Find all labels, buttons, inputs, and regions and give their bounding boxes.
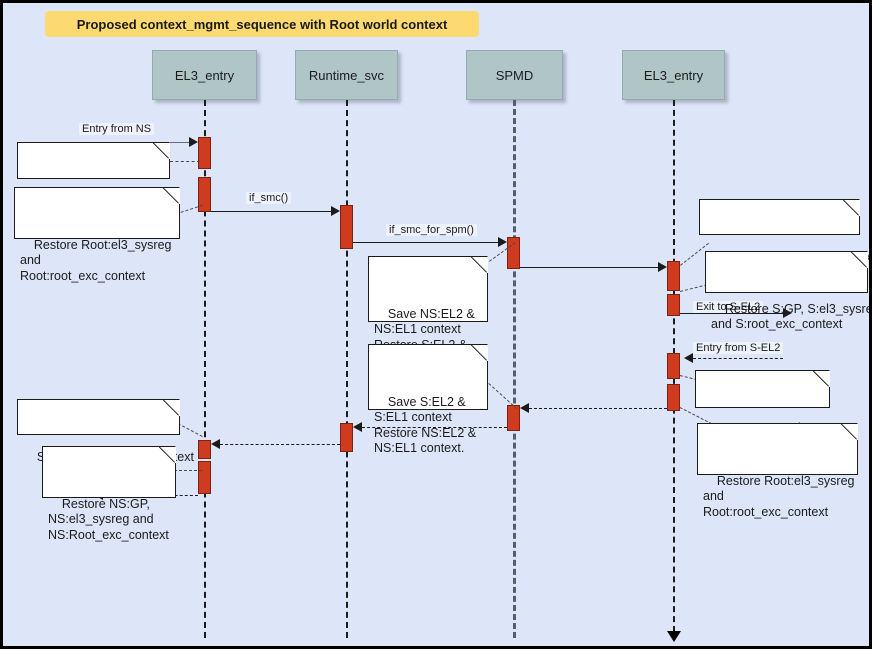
activation-bar [667,353,680,379]
note-fold-edge-icon [163,399,180,416]
lifeline-label: SPMD [495,67,534,83]
message-line-if-smc [211,211,331,212]
message-label-entry-from-ns: Entry from NS [79,123,155,135]
activation-bar [507,405,520,431]
message-label-exit-to-s-el2: Exit to S-EL2 [693,301,764,313]
lifeline-el3-entry-left [204,100,206,638]
message-arrowhead-icon [658,262,667,272]
note-text: Save S:EL2 & S:EL1 context Restore NS:EL… [374,394,477,456]
note-fold-edge-icon [159,446,176,463]
activation-bar [340,423,353,452]
message-arrowhead-icon [353,422,362,432]
lifeline-label: EL3_entry [174,67,235,83]
note-leader [174,470,202,471]
note-save-s-el2-restore-ns-el2: Save S:EL2 & S:EL1 context Restore NS:EL… [368,344,488,455]
message-arrowhead-icon [684,353,693,363]
note-text: Restore NS:GP, NS:el3_sysreg and NS:Root… [48,496,169,542]
message-line-spmd-to-runtime-svc-return [362,427,507,428]
activation-bar [340,205,353,249]
note-save-s-gp-s-root-exc-context: Save S:GP and S:root_exc_context [695,370,830,450]
lifeline-head-el3-entry-right[interactable]: EL3_entry [622,50,725,100]
message-arrowhead-icon [783,308,792,318]
note-fold-edge-icon [851,251,868,268]
note-text: Restore Root:el3_sysreg and Root:root_ex… [703,473,855,519]
note-text: Restore S:GP, S:el3_sysreg and S:root_ex… [711,301,872,332]
lifeline-head-runtime-svc[interactable]: Runtime_svc [295,50,398,100]
note-save-root-exc-context-right: Save Root:root_exc_context [699,199,869,264]
message-arrowhead-icon [520,403,529,413]
activation-bar [198,461,211,494]
note-fold-edge-icon [153,142,170,159]
note-leader [177,423,203,438]
message-arrowhead-icon [498,237,507,247]
lifeline-spmd [513,100,516,638]
note-restore-s-gp-s-el3-sysreg: Restore S:GP, S:el3_sysreg and S:root_ex… [705,251,869,331]
lifeline-label: Runtime_svc [308,67,385,83]
note-restore-root-el3-sysreg: Restore Root:el3_sysreg and Root:root_ex… [14,187,180,283]
message-label-if-smc: if_smc() [246,192,292,204]
activation-bar [667,384,680,411]
note-fold-edge-icon [471,256,488,273]
lifeline-head-spmd[interactable]: SPMD [466,50,563,100]
lifeline-runtime-svc [346,100,348,638]
message-line-exit-to-s-el2 [680,313,783,314]
note-save-ns-el2-restore-s-el2: Save NS:EL2 & NS:EL1 context Restore S:E… [368,256,488,367]
activation-bar [198,137,211,169]
note-restore-ns-gp-ns-el3-sysreg: Restore NS:GP, NS:el3_sysreg and NS:Root… [42,446,176,542]
lifeline-end-arrow-icon [667,631,681,642]
note-fold-edge-icon [841,423,858,440]
activation-bar [198,177,211,212]
note-save-ns-gp: Save NS:GP and NS:Root_exc_context [17,142,170,222]
message-label-if-smc-for-spm: if_smc_for_spm() [386,224,477,236]
activation-bar [198,440,211,459]
message-line-el3-entry-to-spmd-return [529,408,667,409]
note-fold-edge-icon [471,344,488,361]
message-line-runtime-svc-to-el3-entry-return [220,444,340,445]
activation-bar [667,261,680,291]
message-line-if-smc-for-spm [353,242,498,243]
diagram-title: Proposed context_mgmt_sequence with Root… [76,16,448,32]
lifeline-label: EL3_entry [643,67,704,83]
diagram-title-banner: Proposed context_mgmt_sequence with Root… [45,11,479,37]
message-arrowhead-icon [331,206,340,216]
message-line-entry-from-s-el2 [693,358,783,359]
note-fold-edge-icon [163,187,180,204]
message-label-entry-from-s-el2: Entry from S-EL2 [693,342,784,354]
message-line-spmd-to-el3-entry [520,267,658,268]
note-leader [170,161,200,162]
note-restore-root-el3-sysreg-right: Restore Root:el3_sysreg and Root:root_ex… [697,423,858,519]
note-fold-edge-icon [813,370,830,387]
note-fold-edge-icon [843,199,860,216]
note-save-root-exc-context-left: Save Root:root_exc_context [17,399,194,464]
lifeline-head-el3-entry-left[interactable]: EL3_entry [152,50,257,100]
activation-bar [667,294,680,316]
message-arrowhead-icon [189,137,198,147]
message-arrowhead-icon [211,439,220,449]
note-text: Restore Root:el3_sysreg and Root:root_ex… [20,237,172,283]
activation-bar [507,237,520,269]
